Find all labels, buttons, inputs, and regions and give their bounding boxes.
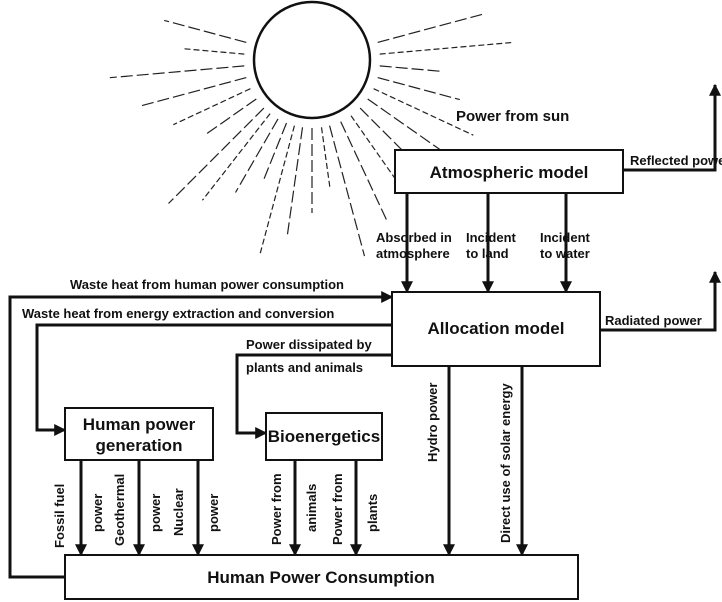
allocation-model-box — [391, 291, 601, 367]
radiated-power-arrow — [600, 270, 721, 332]
power-from-sun-label: Power from sun — [456, 108, 569, 125]
waste-heat-consumption-label: Waste heat from human power consumption — [70, 277, 344, 292]
incident-land-label-2: to land — [466, 246, 509, 261]
sun-ray — [286, 127, 304, 237]
incident-land-label-1: Incident — [466, 230, 517, 245]
plants-label-1: Power from — [330, 473, 345, 545]
sun-ray — [168, 107, 265, 204]
sun-ray — [379, 41, 515, 55]
atmospheric-model-label: Atmospheric model — [430, 163, 589, 182]
reflected-power-label: Reflected power — [630, 153, 722, 168]
sun-ray — [377, 13, 485, 43]
nuclear-label-2: power — [206, 494, 221, 532]
nuclear-label-1: Nuclear — [171, 488, 186, 536]
sun-ray — [379, 65, 440, 72]
sun-ray — [109, 65, 245, 79]
sun-ray — [350, 115, 401, 186]
hydro-label: Hydro power — [425, 383, 440, 462]
sun-ray — [320, 127, 331, 187]
waste-heat-extraction-arrow — [35, 323, 392, 436]
allocation-model-label: Allocation model — [428, 319, 565, 338]
bioenergetics-label: Bioenergetics — [268, 427, 380, 446]
human-power-consumption-box — [64, 554, 579, 600]
sun-ray — [139, 77, 247, 107]
power-dissipated-arrow — [235, 353, 392, 439]
bioenergetics-box — [265, 412, 383, 461]
fossil-fuel-label-2: power — [90, 494, 105, 532]
sun-ray — [373, 88, 474, 136]
solar-label: Direct use of solar energy — [498, 383, 513, 543]
sun-ray — [164, 19, 247, 43]
animals-label-2: animals — [304, 484, 319, 532]
sun-ray — [234, 118, 279, 193]
sun-ray — [173, 88, 251, 126]
atmospheric-model-box — [394, 149, 624, 194]
geothermal-label-1: Geothermal — [112, 474, 127, 546]
fossil-fuel-label-1: Fossil fuel — [52, 484, 67, 548]
sun-ray — [206, 98, 257, 134]
power-dissipated-label-2: plants and animals — [246, 360, 363, 375]
geothermal-label-2: power — [148, 494, 163, 532]
human-power-generation-box — [64, 407, 214, 461]
incident-water-label-1: Incident — [540, 230, 591, 245]
incident-water-label-2: to water — [540, 246, 590, 261]
sun-ray — [258, 125, 295, 257]
sun-ray — [263, 122, 288, 179]
sun-icon — [109, 0, 515, 257]
absorbed-label-2: atmosphere — [376, 246, 450, 261]
sun-ray — [340, 121, 388, 222]
absorbed-label-1: Absorbed in — [376, 230, 452, 245]
sun-ray — [201, 113, 271, 201]
human-power-generation-label-1: Human power — [83, 415, 196, 434]
power-dissipated-label-1: Power dissipated by — [246, 337, 372, 352]
human-power-generation-label-2: generation — [96, 436, 183, 455]
waste-heat-consumption-arrow — [8, 291, 394, 579]
animals-label-1: Power from — [269, 473, 284, 545]
sun-ray — [184, 48, 245, 55]
human-power-consumption-label: Human Power Consumption — [207, 568, 435, 587]
sun-ray — [359, 107, 403, 151]
plants-label-2: plants — [365, 494, 380, 532]
radiated-power-label: Radiated power — [605, 313, 702, 328]
sun-ray — [377, 77, 460, 101]
waste-heat-extraction-label: Waste heat from energy extraction and co… — [22, 306, 334, 321]
reflected-power-arrow — [623, 83, 721, 172]
sun-ray — [329, 125, 366, 257]
